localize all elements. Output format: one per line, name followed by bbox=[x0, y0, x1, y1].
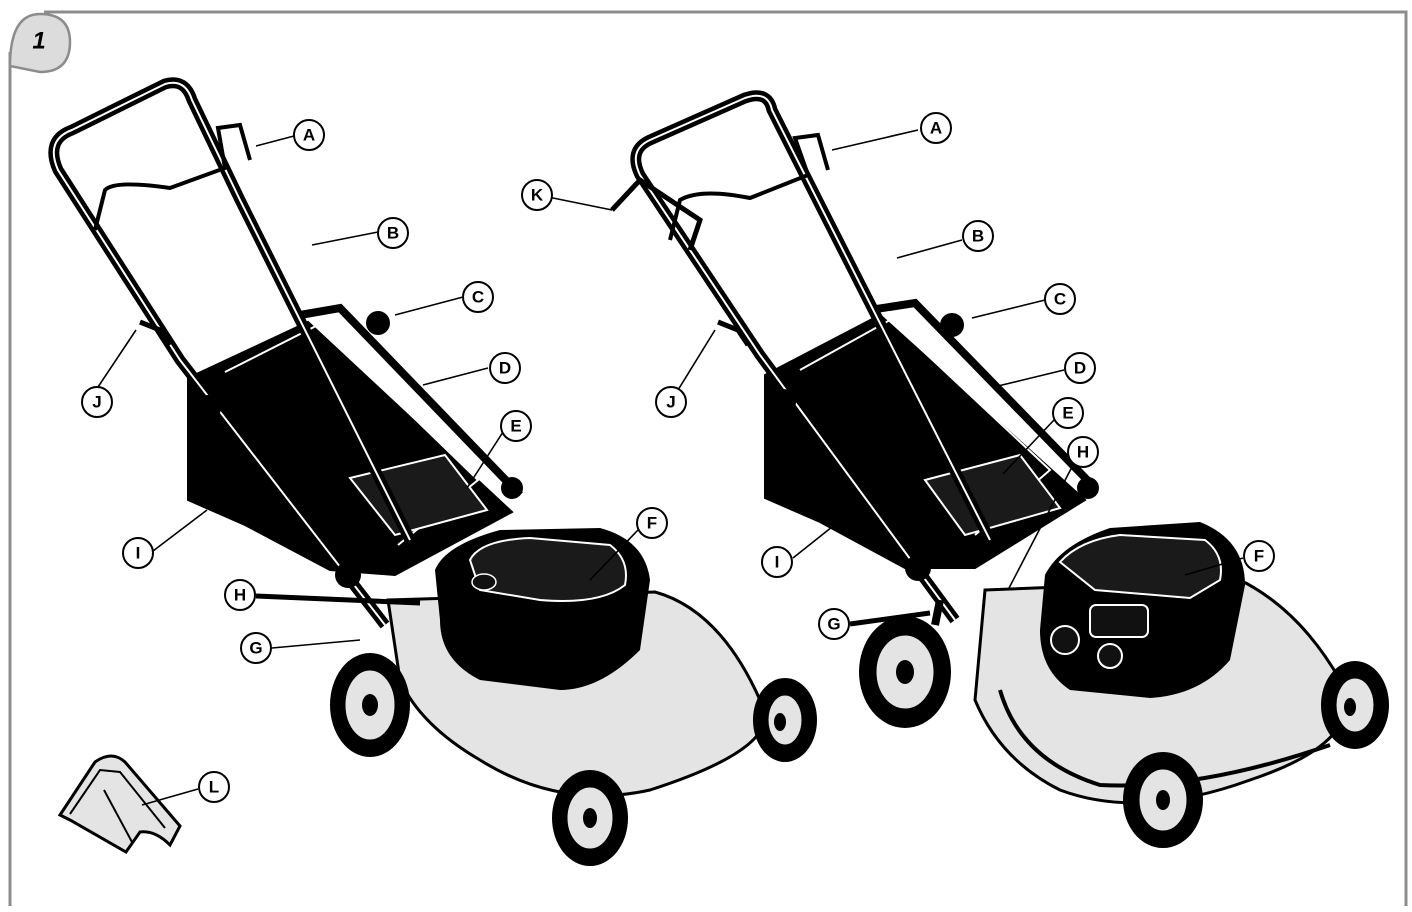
svg-text:F: F bbox=[1254, 547, 1264, 566]
mower-right-callouts: A B C D E H F I G J K bbox=[521, 112, 1275, 640]
mower-left-leaders bbox=[95, 135, 639, 649]
callout-right-J: J bbox=[655, 386, 687, 418]
callout-left-G: G bbox=[240, 632, 272, 664]
callout-right-K: K bbox=[521, 179, 553, 211]
accessory-callouts: L bbox=[198, 771, 230, 803]
svg-text:A: A bbox=[303, 126, 315, 145]
mower-left-bail-lever bbox=[93, 122, 252, 231]
svg-text:J: J bbox=[92, 393, 101, 412]
mower-left-bag-window bbox=[348, 453, 489, 537]
svg-text:D: D bbox=[1074, 359, 1086, 378]
callout-right-F: F bbox=[1243, 540, 1275, 572]
callout-right-I: I bbox=[761, 546, 793, 578]
mower-left-grass-bag bbox=[187, 320, 514, 577]
svg-text:H: H bbox=[1077, 443, 1089, 462]
svg-text:L: L bbox=[209, 778, 219, 797]
callout-left-C: C bbox=[462, 281, 494, 313]
callout-right-G: G bbox=[818, 608, 850, 640]
callout-left-B: B bbox=[377, 217, 409, 249]
mower-right-illustration bbox=[610, 90, 1389, 848]
svg-text:E: E bbox=[510, 417, 521, 436]
svg-text:I: I bbox=[136, 544, 141, 563]
callout-right-C: C bbox=[1044, 283, 1076, 315]
mower-right-leaders bbox=[547, 129, 1244, 627]
mower-right-front-right-wheel bbox=[1321, 661, 1389, 749]
mower-left-illustration bbox=[48, 77, 817, 866]
callout-left-F: F bbox=[636, 507, 668, 539]
svg-text:A: A bbox=[930, 119, 942, 138]
callout-left-I: I bbox=[122, 537, 154, 569]
callout-right-B: B bbox=[962, 220, 994, 252]
svg-text:B: B bbox=[387, 224, 399, 243]
figure-frame bbox=[8, 10, 1408, 906]
mower-left-rear-wheel bbox=[330, 653, 410, 757]
callout-left-J: J bbox=[81, 386, 113, 418]
svg-text:B: B bbox=[972, 227, 984, 246]
svg-text:H: H bbox=[234, 586, 246, 605]
mower-right-front-wheel bbox=[1123, 752, 1203, 848]
svg-text:J: J bbox=[666, 393, 675, 412]
callout-right-E: E bbox=[1052, 397, 1084, 429]
svg-text:C: C bbox=[1054, 290, 1066, 309]
svg-text:K: K bbox=[531, 186, 544, 205]
svg-text:F: F bbox=[647, 514, 657, 533]
callout-right-D: D bbox=[1064, 352, 1096, 384]
mulching-plug-illustration bbox=[57, 754, 182, 854]
svg-text:E: E bbox=[1062, 404, 1073, 423]
svg-text:C: C bbox=[472, 288, 484, 307]
mower-right-drive-lever bbox=[610, 176, 703, 251]
figure-number: 1 bbox=[32, 28, 45, 55]
mower-right-rear-wheel bbox=[859, 616, 951, 728]
mower-left-front-right-wheel bbox=[753, 678, 817, 762]
mower-right-engine-cover bbox=[1058, 533, 1222, 600]
svg-text:G: G bbox=[827, 615, 840, 634]
mower-left-callouts: A B C D E F H G I J bbox=[81, 119, 668, 664]
figure-number-badge: 1 bbox=[8, 12, 72, 74]
callout-left-E: E bbox=[500, 410, 532, 442]
svg-text:I: I bbox=[775, 553, 780, 572]
mower-right-handle-knob bbox=[940, 313, 964, 337]
callout-right-A: A bbox=[920, 112, 952, 144]
mower-left-front-wheel bbox=[552, 770, 628, 866]
callout-right-H: H bbox=[1067, 436, 1099, 468]
callout-left-A: A bbox=[293, 119, 325, 151]
mower-right-bail-lever bbox=[668, 132, 830, 241]
svg-text:G: G bbox=[249, 639, 262, 658]
mower-left-engine-cover bbox=[468, 536, 627, 602]
callout-left-H: H bbox=[224, 579, 256, 611]
callout-left-D: D bbox=[489, 352, 521, 384]
svg-text:D: D bbox=[499, 359, 511, 378]
mower-left-handle-knob bbox=[366, 311, 390, 335]
callout-L: L bbox=[198, 771, 230, 803]
accessory-leader bbox=[141, 788, 199, 806]
